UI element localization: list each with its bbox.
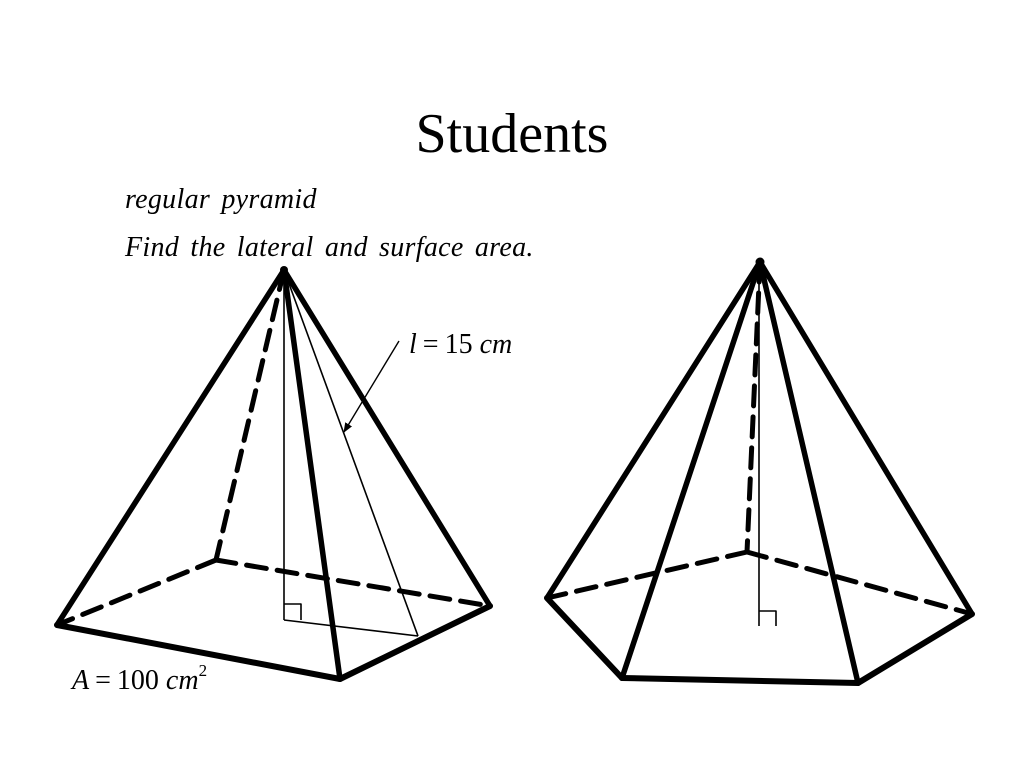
- apex-dot: [280, 266, 288, 274]
- square-pyramid: [54, 266, 493, 682]
- hexagonal-pyramid-hidden-edges: [544, 259, 975, 617]
- hidden-base-edge-back: [213, 557, 493, 609]
- subtitle-regular-pyramid: regular pyramid: [125, 184, 317, 215]
- square-pyramid-construction-lines: [283, 269, 419, 637]
- slant-height-label: l=15 cm: [409, 329, 512, 361]
- slide-title: Students: [415, 103, 609, 165]
- slant-arrow: [343, 340, 400, 433]
- square-pyramid-lateral-edges: [54, 267, 493, 682]
- area-exponent: 2: [198, 661, 208, 680]
- square-pyramid-hidden-edges: [54, 267, 493, 628]
- slant-height-line: [283, 269, 419, 637]
- hexagonal-pyramid-lateral-edges: [544, 259, 975, 686]
- slant-var: l: [409, 329, 417, 360]
- hidden-base-edge-left: [544, 549, 750, 601]
- area-unit: cm: [165, 665, 199, 696]
- hexagonal-pyramid-base-edges: [544, 595, 975, 686]
- center-to-midpoint-line: [283, 619, 419, 637]
- slant-unit: cm: [479, 329, 513, 360]
- hexagonal-pyramid-construction-lines: [758, 268, 777, 626]
- square-pyramid-base-edges: [54, 603, 493, 682]
- area-var: A: [72, 665, 90, 696]
- subtitle-instruction: Find the lateral and surface area.: [125, 232, 534, 263]
- apex-dot: [755, 257, 765, 267]
- base-area-label: A=100 cm2: [72, 662, 207, 697]
- hidden-lateral-edge: [744, 259, 763, 555]
- hidden-base-edge-right: [744, 549, 975, 617]
- hidden-base-edge-left: [54, 557, 219, 628]
- slant-equals: =: [422, 329, 439, 360]
- area-equals: =: [95, 665, 111, 696]
- area-value: 100: [116, 665, 159, 696]
- right-angle-marker: [759, 610, 777, 626]
- slant-value: 15: [444, 329, 473, 360]
- right-angle-marker: [284, 603, 302, 620]
- hexagonal-pyramid: [544, 257, 975, 686]
- hidden-lateral-edge: [213, 267, 287, 563]
